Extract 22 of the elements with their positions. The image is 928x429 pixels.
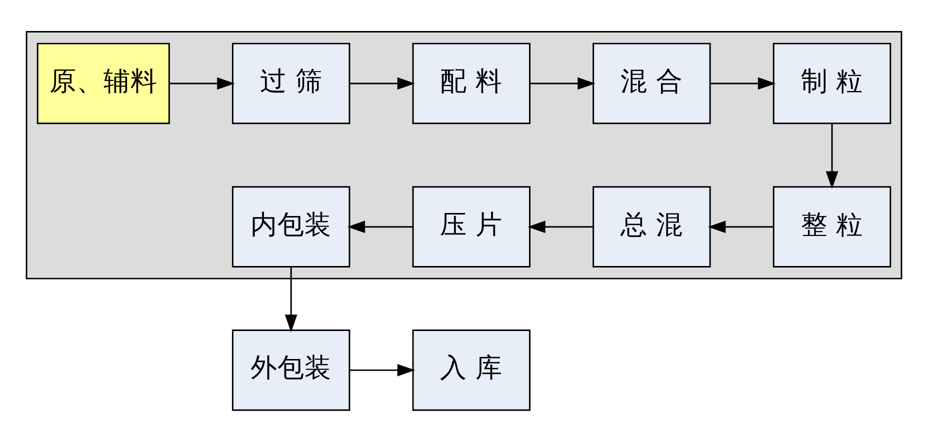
- arrow: [284, 266, 298, 332]
- node-box: 原、辅料: [36, 42, 170, 124]
- node-box: 总 混: [592, 186, 711, 267]
- arrow: [347, 220, 413, 233]
- arrow: [169, 76, 235, 90]
- arrow: [710, 76, 776, 90]
- node-box: 入 库: [412, 329, 530, 410]
- node-box: 配 料: [412, 42, 530, 124]
- node-box: 压 片: [412, 186, 530, 267]
- arrow: [350, 363, 416, 376]
- node-box: 混 合: [592, 42, 711, 124]
- arrow: [528, 220, 594, 233]
- arrow: [826, 123, 838, 188]
- arrow: [708, 220, 774, 233]
- node-box: 内包装: [232, 186, 350, 267]
- arrow: [530, 76, 596, 90]
- node-box: 制 粒: [772, 42, 892, 124]
- cluster: [26, 30, 902, 279]
- node-box: 外包装: [232, 329, 350, 410]
- arrow: [350, 76, 416, 90]
- node-box: 过 筛: [232, 42, 350, 124]
- node-box: 整 粒: [772, 186, 892, 267]
